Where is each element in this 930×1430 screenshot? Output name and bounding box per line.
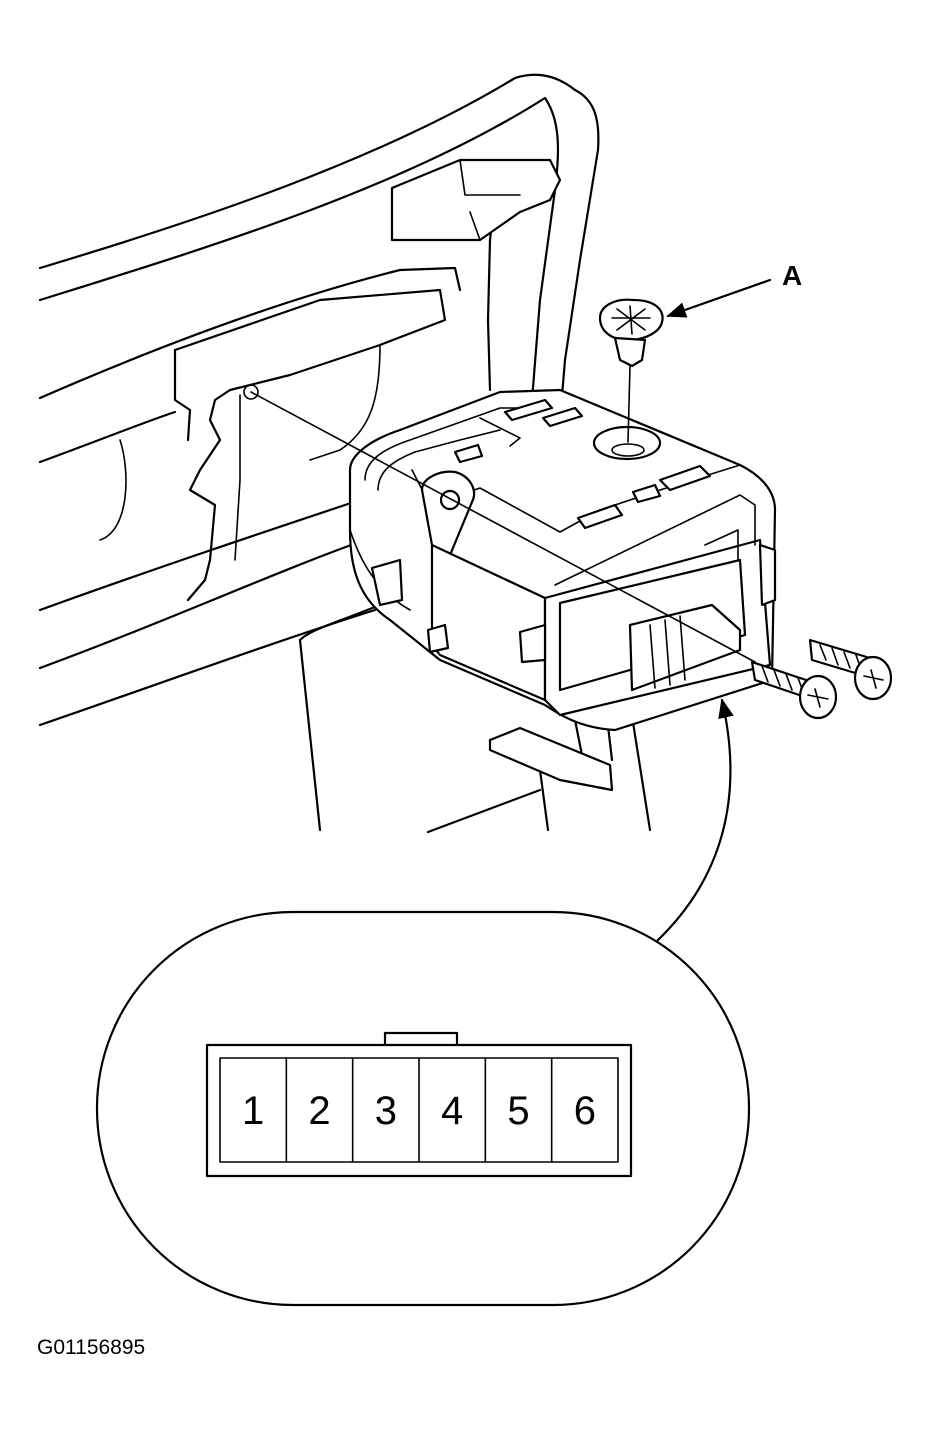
callout-a-leader bbox=[666, 278, 772, 318]
screw-upper bbox=[808, 638, 893, 701]
alignment-line bbox=[250, 391, 756, 663]
pin-number: 5 bbox=[507, 1089, 529, 1133]
figure-id: G01156895 bbox=[37, 1336, 145, 1359]
connector-pin-5: 5 bbox=[484, 1057, 530, 1163]
connector-pin-2: 2 bbox=[285, 1057, 331, 1163]
pin-number: 3 bbox=[375, 1089, 397, 1133]
connector-pin-6: 6 bbox=[550, 1057, 596, 1163]
callout-a-label: A bbox=[782, 260, 802, 291]
dashboard-panel bbox=[38, 73, 652, 834]
switch-assembly bbox=[348, 388, 777, 732]
pin-number: 2 bbox=[308, 1089, 330, 1133]
screw-lower bbox=[750, 660, 838, 720]
pin-number: 1 bbox=[242, 1089, 264, 1133]
pin-number: 6 bbox=[574, 1089, 596, 1133]
pin-number: 4 bbox=[441, 1089, 463, 1133]
connector-pin-3: 3 bbox=[351, 1057, 397, 1163]
detail-arrow bbox=[656, 698, 734, 942]
connector-pin-4: 4 bbox=[418, 1057, 463, 1163]
connector-pin-1: 1 bbox=[242, 1089, 264, 1133]
clip-a bbox=[598, 298, 664, 443]
